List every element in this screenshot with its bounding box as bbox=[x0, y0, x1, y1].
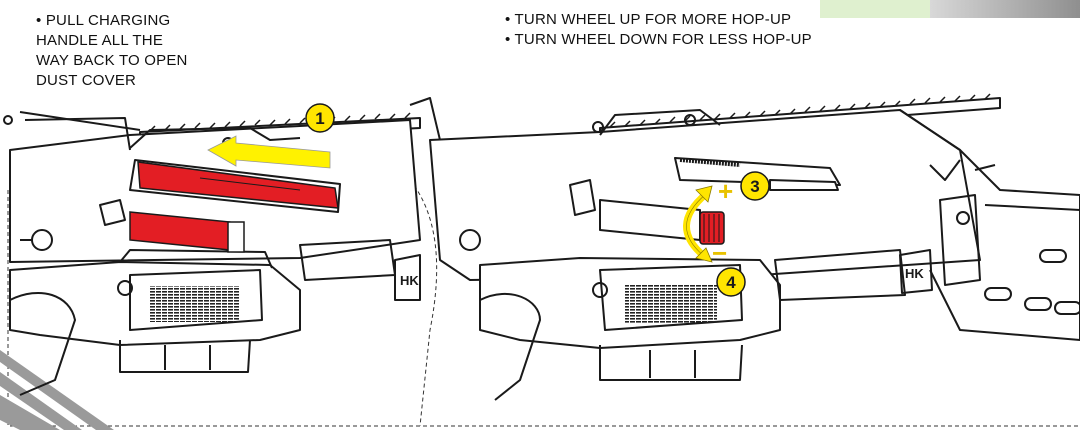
hop-up-tube-highlight bbox=[129, 211, 245, 253]
hk-logo: HK bbox=[905, 266, 924, 281]
panel-separators bbox=[7, 179, 1078, 427]
bullet: • bbox=[36, 12, 42, 29]
left-rifle-illustration: HK bbox=[3, 111, 421, 396]
charging-handle-highlight bbox=[137, 161, 339, 209]
minus-sign: − bbox=[712, 238, 727, 268]
right-rifle-illustration: HK bbox=[409, 93, 1080, 401]
plus-sign: + bbox=[718, 176, 733, 206]
instruction-line: DUST COVER bbox=[36, 72, 137, 89]
step-4-badge: 4 bbox=[716, 267, 746, 297]
instruction-line: PULL CHARGING bbox=[45, 12, 171, 29]
top-banner-gray bbox=[930, 0, 1080, 18]
hop-up-more-instruction: • TURN WHEEL UP FOR MORE HOP-UP bbox=[505, 11, 792, 28]
instruction-line: WAY BACK TO OPEN bbox=[36, 52, 188, 69]
svg-text:4: 4 bbox=[726, 273, 736, 292]
hop-up-wheel bbox=[699, 211, 725, 245]
svg-text:3: 3 bbox=[750, 177, 759, 196]
hk-logo: HK bbox=[400, 273, 419, 288]
corner-stripes bbox=[0, 350, 114, 430]
rotation-arrow bbox=[683, 185, 713, 263]
step-1-badge: 1 bbox=[305, 103, 335, 133]
top-banner-green bbox=[820, 0, 930, 18]
hop-up-less-instruction: • TURN WHEEL DOWN FOR LESS HOP-UP bbox=[505, 31, 812, 48]
hop-up-instructions: • TURN WHEEL UP FOR MORE HOP-UP • TURN W… bbox=[505, 10, 925, 50]
charging-handle-instruction: • PULL CHARGING HANDLE ALL THE WAY BACK … bbox=[36, 11, 236, 91]
pull-direction-arrow bbox=[207, 135, 331, 169]
svg-text:1: 1 bbox=[315, 109, 324, 128]
instruction-line: HANDLE ALL THE bbox=[36, 32, 164, 49]
step-3-badge: 3 bbox=[740, 171, 770, 201]
